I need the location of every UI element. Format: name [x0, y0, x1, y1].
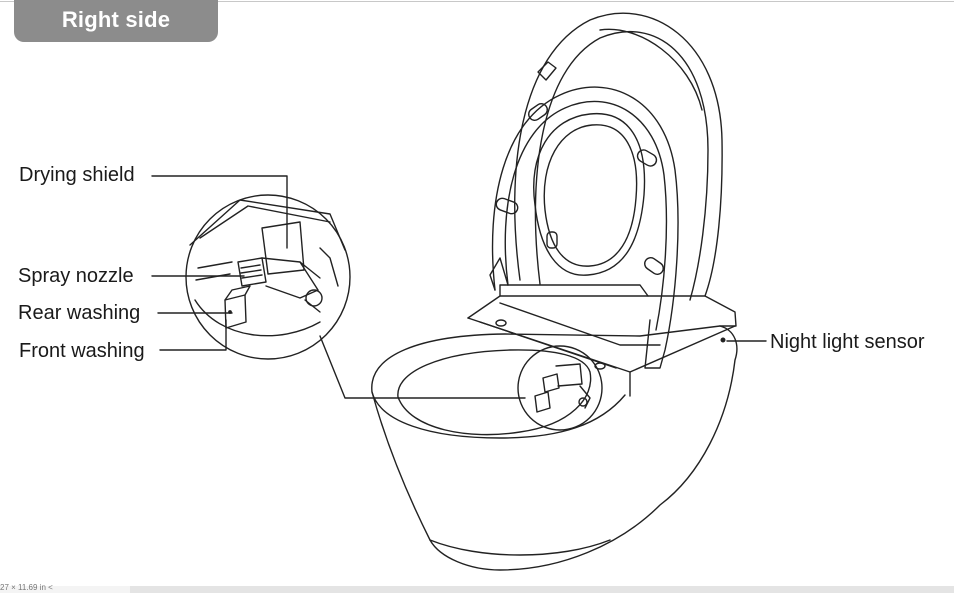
label-front-washing: Front washing: [19, 340, 145, 362]
label-rear-washing: Rear washing: [18, 302, 141, 324]
detail-magnifier: [185, 194, 351, 360]
front-washing-leader: [159, 319, 227, 351]
label-night-light-sensor: Night light sensor: [770, 331, 925, 353]
toilet-seat: [489, 86, 679, 369]
label-drying-shield: Drying shield: [19, 164, 135, 186]
toilet-bowl: [371, 325, 738, 571]
label-spray-nozzle: Spray nozzle: [18, 265, 134, 287]
section-badge-text: Right side: [61, 7, 171, 32]
status-bar-tab: [0, 586, 130, 593]
section-badge: Right side: [14, 0, 218, 42]
magnifier-connector-line: [319, 335, 526, 399]
nozzle-small: [517, 345, 603, 431]
status-bar-text: 27 × 11.69 in <: [0, 583, 53, 592]
toilet-lid: [514, 12, 723, 301]
drying-shield-leader: [151, 175, 288, 249]
top-rule: [0, 1, 954, 2]
status-bar: 27 × 11.69 in <: [0, 583, 954, 593]
rear-housing: [467, 284, 737, 397]
